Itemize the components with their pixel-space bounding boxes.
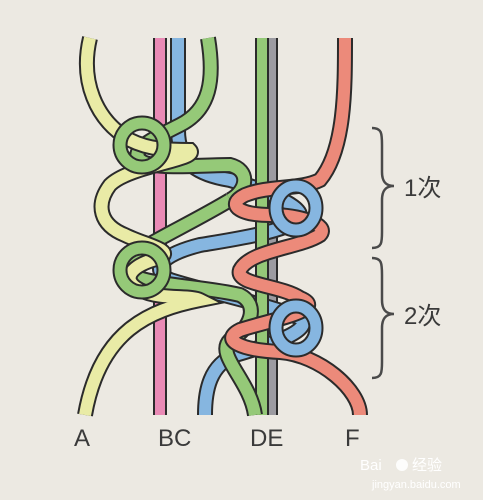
cord-label-f: F — [345, 425, 360, 452]
brace-1 — [371, 126, 395, 250]
cord-label-a: A — [74, 425, 90, 452]
knot-rings — [112, 115, 324, 358]
cord-label-de: DE — [250, 425, 283, 452]
watermark: Bai 经验 jingyan.baidu.com — [360, 457, 461, 491]
brace-2 — [371, 256, 395, 380]
repeat-braces — [371, 126, 395, 380]
watermark-product: 经验 — [412, 457, 442, 474]
watermark-brand: Bai — [360, 457, 382, 474]
repeat-label-2: 2次 — [404, 303, 441, 330]
cord-a — [77, 36, 225, 417]
watermark-url: jingyan.baidu.com — [371, 479, 461, 491]
paw-icon — [396, 459, 408, 471]
repeat-label-1: 1次 — [404, 175, 441, 202]
cord-label-bc: BC — [158, 425, 191, 452]
